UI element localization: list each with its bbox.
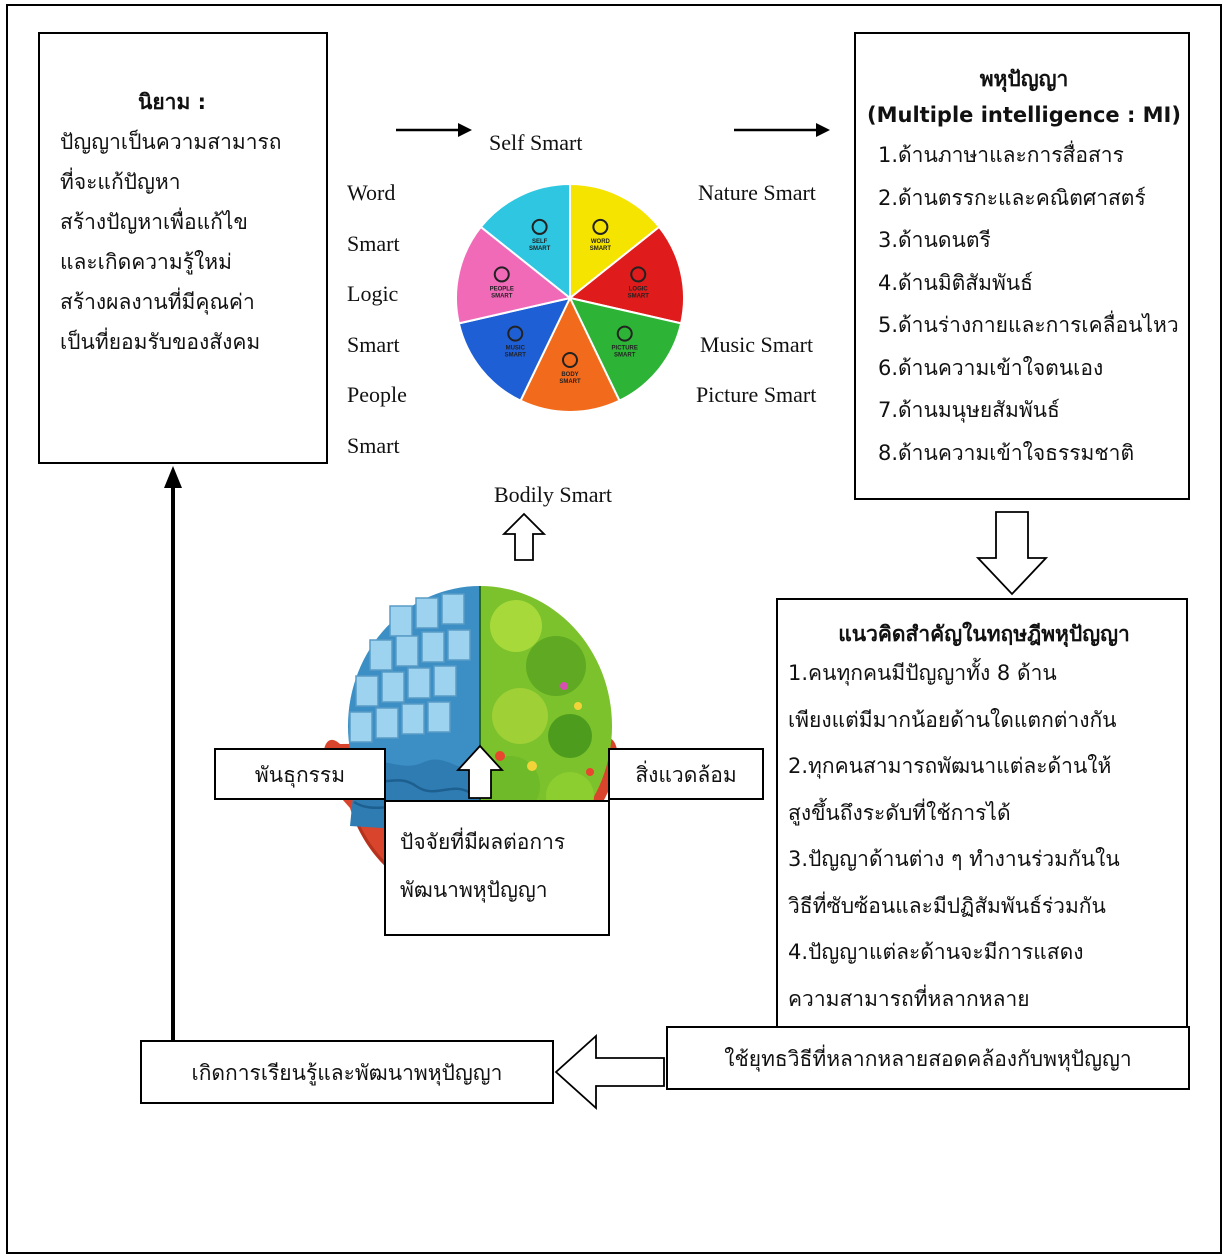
wheel-segment bbox=[519, 295, 621, 413]
definition-line: สร้างปัญหาเพื่อแก้ไข bbox=[60, 210, 248, 234]
factors-line: ปัจจัยที่มีผลต่อการ bbox=[400, 830, 566, 854]
wheel-segment-label: LOGIC bbox=[629, 286, 649, 292]
wheel-segment-label: SMART bbox=[590, 246, 612, 252]
concepts-title: แนวคิดสำคัญในทฤษฎีพหุปัญญา bbox=[838, 622, 1130, 646]
bodily-smart-label: Bodily Smart bbox=[494, 482, 612, 507]
definition-line: สร้างผลงานที่มีคุณค่า bbox=[60, 290, 255, 314]
numbers-icon bbox=[630, 266, 647, 283]
definition-box: นิยาม : ปัญญาเป็นความสามารถ ที่จะแก้ปัญห… bbox=[38, 32, 328, 464]
wheel-segment-label: SMART bbox=[529, 246, 551, 252]
head-icon bbox=[531, 218, 548, 235]
mi-item: 5.ด้านร่างกายและการเคลื่อนไหว bbox=[878, 313, 1179, 337]
left-smart-labels: Word Smart Logic Smart People Smart bbox=[347, 168, 407, 471]
wheel-segment-label: MUSIC bbox=[506, 346, 526, 352]
concept-line: สูงขึ้นถึงระดับที่ใช้การได้ bbox=[788, 800, 1011, 825]
shapes-icon bbox=[616, 325, 633, 342]
multiple-intelligence-box: พหุปัญญา (Multiple intelligence : MI) 1.… bbox=[854, 32, 1190, 500]
music-smart-label: Music Smart bbox=[700, 332, 814, 357]
concept-line: เพียงแต่มีมากน้อยด้านใดแตกต่างกัน bbox=[788, 707, 1117, 732]
environment-box: สิ่งแวดล้อม bbox=[608, 748, 764, 800]
wheel-segment bbox=[479, 182, 571, 301]
mi-subtitle: (Multiple intelligence : MI) bbox=[867, 103, 1181, 127]
heredity-box: พันธุกรรม bbox=[214, 748, 386, 800]
nature-smart-label: Nature Smart bbox=[698, 180, 816, 205]
factors-box: ปัจจัยที่มีผลต่อการ พัฒนาพหุปัญญา bbox=[384, 800, 610, 936]
wheel-segment-label: SMART bbox=[491, 293, 513, 299]
self-smart-label: Self Smart bbox=[489, 130, 583, 155]
concept-line: ความสามารถที่หลากหลาย bbox=[788, 986, 1030, 1011]
mi-item: 8.ด้านความเข้าใจธรรมชาติ bbox=[878, 440, 1135, 465]
key-concepts-box-body: แนวคิดสำคัญในทฤษฎีพหุปัญญา 1.คนทุกคนมีปั… bbox=[776, 598, 1188, 1030]
picture-smart-label: Picture Smart bbox=[696, 382, 817, 407]
strategy-box: ใช้ยุทธวิธีที่หลากหลายสอดคล้องกับพหุปัญญ… bbox=[666, 1026, 1190, 1090]
concept-line: 1.คนทุกคนมีปัญญาทั้ง 8 ด้าน bbox=[788, 661, 1057, 685]
music-note-icon bbox=[507, 325, 524, 342]
wheel-segment bbox=[568, 296, 683, 403]
definition-line: เป็นที่ยอมรับของสังคม bbox=[60, 330, 261, 354]
mi-item: 1.ด้านภาษาและการสื่อสาร bbox=[878, 143, 1124, 167]
wheel-segment-label: SMART bbox=[505, 353, 527, 359]
concept-line: วิธีที่ซับซ้อนและมีปฏิสัมพันธ์ร่วมกัน bbox=[788, 893, 1106, 918]
mi-title: พหุปัญญา bbox=[979, 67, 1069, 91]
concepts-list: 1.คนทุกคนมีปัญญาทั้ง 8 ด้าน เพียงแต่มีมา… bbox=[788, 650, 1120, 1022]
wheel-segment-label: PICTURE bbox=[612, 346, 638, 352]
arrow-right-icon bbox=[734, 123, 830, 137]
learning-box: เกิดการเรียนรู้และพัฒนาพหุปัญญา bbox=[140, 1040, 554, 1104]
mi-item: 3.ด้านดนตรี bbox=[878, 228, 991, 252]
hollow-arrow-up-icon bbox=[501, 512, 547, 561]
concept-line: 4.ปัญญาแต่ละด้านจะมีการแสดง bbox=[788, 940, 1084, 964]
diagram-frame bbox=[6, 4, 1222, 1254]
wheel-segment-label: PEOPLE bbox=[490, 286, 514, 292]
concept-line: 3.ปัญญาด้านต่าง ๆ ทำงานร่วมกันใน bbox=[788, 847, 1120, 871]
wheel-segment-label: SELF bbox=[532, 239, 548, 245]
abc-icon bbox=[592, 218, 609, 235]
definition-title: นิยาม : bbox=[138, 90, 207, 114]
dancer-icon bbox=[562, 352, 578, 368]
smart-label: Smart bbox=[347, 230, 400, 256]
definition-text: นิยาม : ปัญญาเป็นความสามารถ ที่จะแก้ปัญห… bbox=[60, 82, 281, 362]
wheel-segment-label: SMART bbox=[628, 293, 650, 299]
concept-line: 2.ทุกคนสามารถพัฒนาแต่ละด้านให้ bbox=[788, 754, 1112, 778]
smart-wheel: WORDSMARTLOGICSMARTPICTURESMARTBODYSMART… bbox=[455, 182, 685, 413]
faces-icon bbox=[493, 266, 510, 283]
hollow-arrow-down-icon bbox=[975, 511, 1049, 596]
mi-item: 2.ด้านตรรกะและคณิตศาสตร์ bbox=[878, 185, 1146, 210]
definition-line: ปัญญาเป็นความสามารถ bbox=[60, 130, 282, 154]
smart-label: Logic bbox=[347, 281, 399, 306]
strategy-label: ใช้ยุทธวิธีที่หลากหลายสอดคล้องกับพหุปัญญ… bbox=[724, 1047, 1132, 1071]
wheel-segment bbox=[455, 225, 573, 325]
environment-label: สิ่งแวดล้อม bbox=[635, 763, 737, 787]
smart-label: People bbox=[347, 382, 407, 407]
wheel-segment bbox=[569, 182, 661, 301]
learning-label: เกิดการเรียนรู้และพัฒนาพหุปัญญา bbox=[191, 1061, 503, 1085]
factors-line: พัฒนาพหุปัญญา bbox=[400, 878, 548, 902]
mi-list: 1.ด้านภาษาและการสื่อสาร 2.ด้านตรรกะและคณ… bbox=[878, 134, 1179, 474]
wheel-segment bbox=[567, 225, 685, 325]
smart-label: Smart bbox=[347, 331, 400, 357]
wheel-segment-label: WORD bbox=[591, 239, 611, 245]
mi-item: 6.ด้านความเข้าใจตนเอง bbox=[878, 355, 1104, 380]
factors-text: ปัจจัยที่มีผลต่อการ พัฒนาพหุปัญญา bbox=[400, 818, 565, 914]
mi-item: 4.ด้านมิติสัมพันธ์ bbox=[878, 270, 1033, 295]
wheel-segment bbox=[457, 296, 572, 403]
arrow-up-icon bbox=[164, 466, 182, 1042]
wheel-segment-label: SMART bbox=[614, 353, 636, 359]
arrow-right-icon bbox=[396, 123, 472, 137]
smart-label: Smart bbox=[347, 432, 400, 458]
definition-line: และเกิดความรู้ใหม่ bbox=[60, 250, 232, 274]
mi-item: 7.ด้านมนุษยสัมพันธ์ bbox=[878, 398, 1060, 422]
wheel-segment-label: SMART bbox=[559, 379, 581, 385]
wheel-segment-label: BODY bbox=[561, 372, 578, 378]
hollow-arrow-up-icon bbox=[455, 744, 505, 799]
smart-label: Word bbox=[347, 180, 396, 205]
definition-line: ที่จะแก้ปัญหา bbox=[60, 170, 181, 194]
hollow-arrow-left-icon bbox=[554, 1033, 665, 1111]
heredity-label: พันธุกรรม bbox=[254, 763, 346, 787]
